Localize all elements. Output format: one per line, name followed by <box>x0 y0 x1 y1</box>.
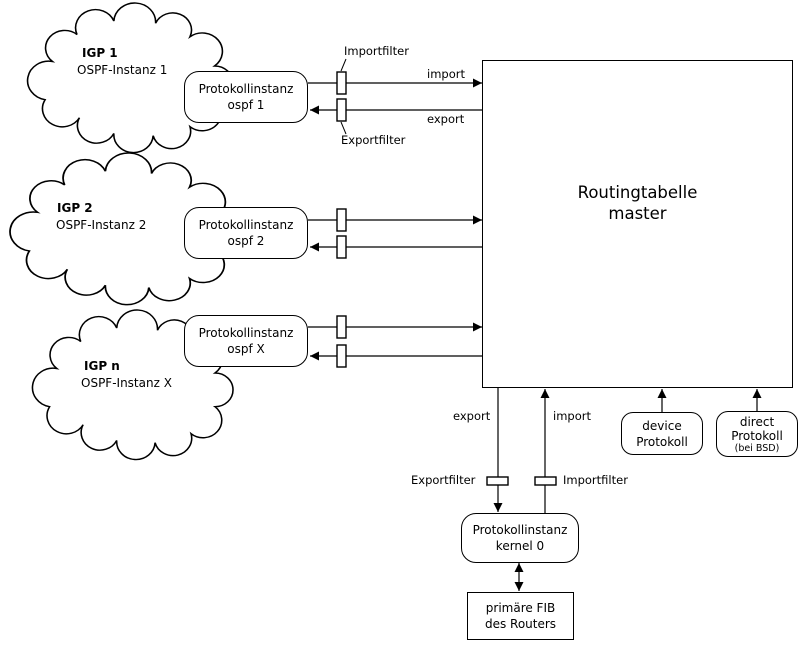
exportfilter-icon-ospf1 <box>336 98 347 122</box>
protocol-instance-kernel-line1: Protokollinstanz <box>472 523 568 537</box>
primary-fib-box: primäre FIB des Routers <box>467 592 574 640</box>
exportfilter-icon-ospf2 <box>336 235 347 259</box>
cloud-igp-1-title: IGP 1 <box>82 46 118 60</box>
direct-protocol-line3: (bei BSD) <box>734 442 780 454</box>
protocol-instance-ospf2-line1: Protokollinstanz <box>198 218 294 232</box>
importfilter-label-bottom: Importfilter <box>563 473 628 487</box>
protocol-instance-ospf1-line2: ospf 1 <box>227 98 265 112</box>
direct-protocol-line2: Protokoll <box>731 428 783 443</box>
protocol-instance-ospf1-line1: Protokollinstanz <box>198 82 294 96</box>
import-flow-label-top: import <box>427 67 465 81</box>
cloud-igp-n-subtitle: OSPF-Instanz X <box>81 376 172 390</box>
cloud-igp-n-title: IGP n <box>84 359 120 373</box>
primary-fib-line2: des Routers <box>484 617 557 631</box>
primary-fib-line1: primäre FIB <box>485 601 556 615</box>
cloud-igp-1-subtitle: OSPF-Instanz 1 <box>77 63 168 77</box>
routing-table-line1: Routingtabelle <box>577 183 698 202</box>
direct-protocol-box: direct Protokoll (bei BSD) <box>716 411 798 457</box>
protocol-instance-ospfx-line2: ospf X <box>227 342 265 356</box>
exportfilter-label-connector <box>340 121 347 135</box>
export-flow-label-top: export <box>427 112 465 126</box>
device-protocol-line1: device <box>642 418 682 433</box>
exportfilter-label-bottom: Exportfilter <box>411 473 476 487</box>
protocol-instance-ospf1-box: Protokollinstanz ospf 1 <box>184 71 308 123</box>
importfilter-icon-kernel <box>534 476 557 486</box>
routing-table-line2: master <box>608 204 667 223</box>
import-flow-label-bottom: import <box>553 409 591 423</box>
device-protocol-line2: Protokoll <box>636 434 688 449</box>
importfilter-icon-ospf1 <box>336 71 347 95</box>
protocol-instance-ospf2-line2: ospf 2 <box>227 234 265 248</box>
routing-table-master-box: Routingtabelle master <box>482 60 793 388</box>
protocol-instance-kernel-line2: kernel 0 <box>495 539 545 553</box>
importfilter-icon-ospfx <box>336 315 347 339</box>
export-flow-label-bottom: export <box>453 409 491 423</box>
protocol-instance-ospfx-box: Protokollinstanz ospf X <box>184 315 308 367</box>
device-protocol-box: device Protokoll <box>621 412 703 455</box>
cloud-igp-2-subtitle: OSPF-Instanz 2 <box>56 218 147 232</box>
importfilter-icon-ospf2 <box>336 208 347 232</box>
exportfilter-icon-kernel <box>486 476 509 486</box>
importfilter-label-top: Importfilter <box>344 44 409 58</box>
exportfilter-label-top: Exportfilter <box>341 133 406 147</box>
protocol-instance-ospf2-box: Protokollinstanz ospf 2 <box>184 207 308 259</box>
importfilter-label-connector <box>340 58 347 72</box>
protocol-instance-ospfx-line1: Protokollinstanz <box>198 326 294 340</box>
cloud-igp-2-title: IGP 2 <box>57 201 93 215</box>
exportfilter-icon-ospfx <box>336 344 347 368</box>
direct-protocol-line1: direct <box>739 414 775 429</box>
protocol-instance-kernel-box: Protokollinstanz kernel 0 <box>461 513 579 563</box>
